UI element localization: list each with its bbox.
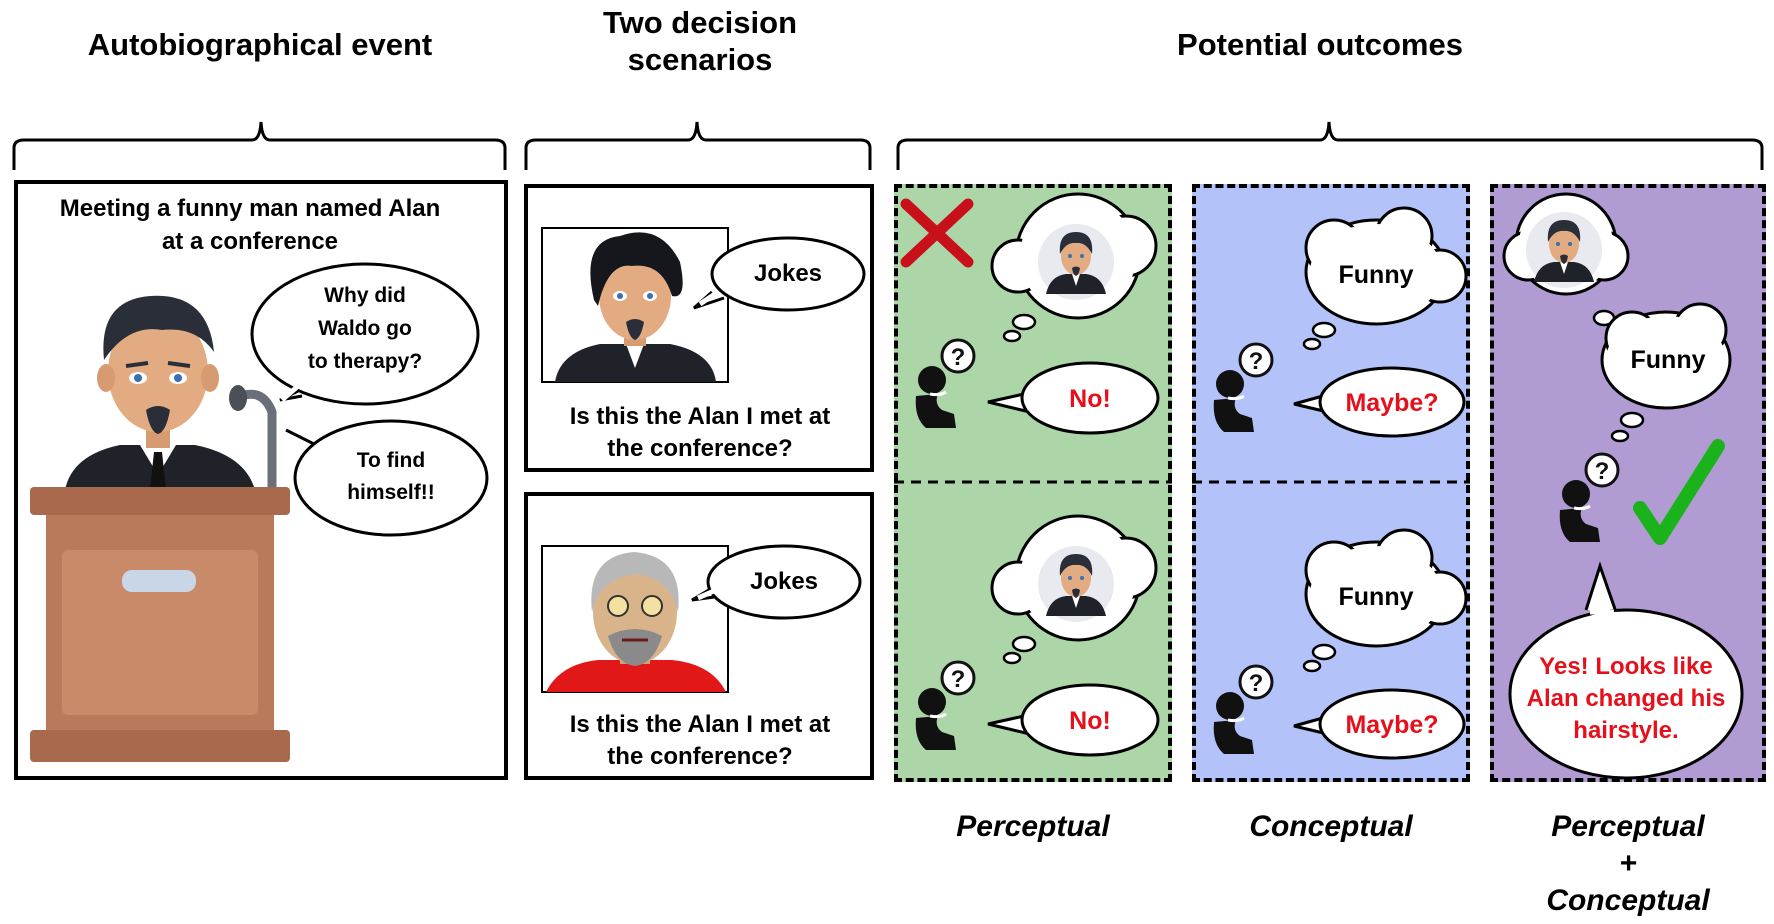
scenario2-bubble-text: Jokes — [749, 568, 819, 595]
event-speech-bubble-1 — [250, 262, 480, 406]
scenario1-question-line1: Is this the Alan I met at — [569, 403, 831, 430]
combined-answer-line2: Alan changed his — [1526, 685, 1726, 712]
event-bubble1-line1: Why did — [324, 284, 406, 307]
conceptual-bottom-thought-cloud — [1302, 528, 1468, 673]
event-title-line2: at a conference — [161, 228, 339, 255]
conceptual-bottom-answer: Maybe? — [1345, 711, 1439, 739]
combined-face-thought-cloud — [1502, 192, 1630, 327]
combined-word-thought-cloud — [1600, 302, 1732, 443]
perceptual-bottom-thought-cloud — [990, 514, 1158, 665]
scenario2-question-line2: the conference? — [607, 743, 793, 770]
podium — [30, 487, 290, 762]
perceptual-top-answer-bubble — [987, 361, 1160, 435]
conceptual-top-answer: Maybe? — [1345, 389, 1439, 417]
combined-answer-line1: Yes! Looks like — [1539, 653, 1713, 680]
perceptual-bottom-thinking-person-icon — [914, 660, 976, 752]
cross-icon — [900, 198, 974, 268]
conceptual-bottom-thought: Funny — [1338, 583, 1414, 611]
event-bubble2-line1: To find — [356, 449, 426, 472]
combined-answer-line3: hairstyle. — [1573, 717, 1679, 744]
event-speech-bubble-2 — [285, 419, 489, 537]
combined-thought: Funny — [1630, 346, 1706, 374]
microphone-icon — [229, 385, 277, 495]
check-icon — [1633, 439, 1725, 545]
perceptual-top-answer: No! — [1069, 385, 1111, 413]
conceptual-bottom-thinking-person-icon — [1212, 664, 1274, 756]
event-bubble2-line2: himself!! — [347, 481, 435, 504]
perceptual-bottom-answer-bubble — [987, 683, 1160, 757]
header-scenarios-line2: scenarios — [627, 42, 773, 77]
header-outcomes: Potential outcomes — [1177, 27, 1463, 62]
header-event: Autobiographical event — [87, 27, 433, 62]
perceptual-top-thinking-person-icon — [914, 338, 976, 430]
scenario2-question-line1: Is this the Alan I met at — [569, 711, 831, 738]
scenario2-portrait — [541, 545, 729, 693]
conceptual-bottom-answer-bubble — [1293, 688, 1466, 760]
header-scenarios-line1: Two decision — [602, 5, 798, 40]
brace-outcomes — [896, 121, 1764, 170]
label-combined-line1: Perceptual — [1551, 810, 1705, 843]
conceptual-top-answer-bubble — [1293, 366, 1466, 438]
combined-answer-bubble — [1508, 561, 1744, 780]
conceptual-top-thought-cloud — [1302, 206, 1468, 351]
brace-event — [12, 121, 507, 170]
conceptual-top-thinking-person-icon — [1212, 342, 1274, 434]
perceptual-top-thought-cloud — [990, 192, 1158, 343]
scenario1-question-line2: the conference? — [607, 435, 793, 462]
label-combined-line2: Conceptual — [1546, 884, 1710, 917]
combined-thinking-person-icon — [1558, 452, 1620, 544]
conceptual-top-thought: Funny — [1338, 261, 1414, 289]
event-title-line1: Meeting a funny man named Alan — [59, 195, 441, 222]
event-bubble1-line3: to therapy? — [307, 350, 423, 373]
scenario1-speech-bubble — [693, 236, 866, 312]
label-combined-plus: + — [1619, 847, 1637, 880]
label-perceptual: Perceptual — [956, 810, 1110, 843]
perceptual-bottom-answer: No! — [1069, 707, 1111, 735]
scenario2-speech-bubble — [691, 544, 862, 620]
brace-scenarios — [524, 121, 872, 170]
speaker-avatar — [65, 295, 255, 490]
event-bubble1-line2: Waldo go — [318, 317, 412, 340]
label-conceptual: Conceptual — [1249, 810, 1413, 843]
scenario1-bubble-text: Jokes — [753, 260, 823, 287]
